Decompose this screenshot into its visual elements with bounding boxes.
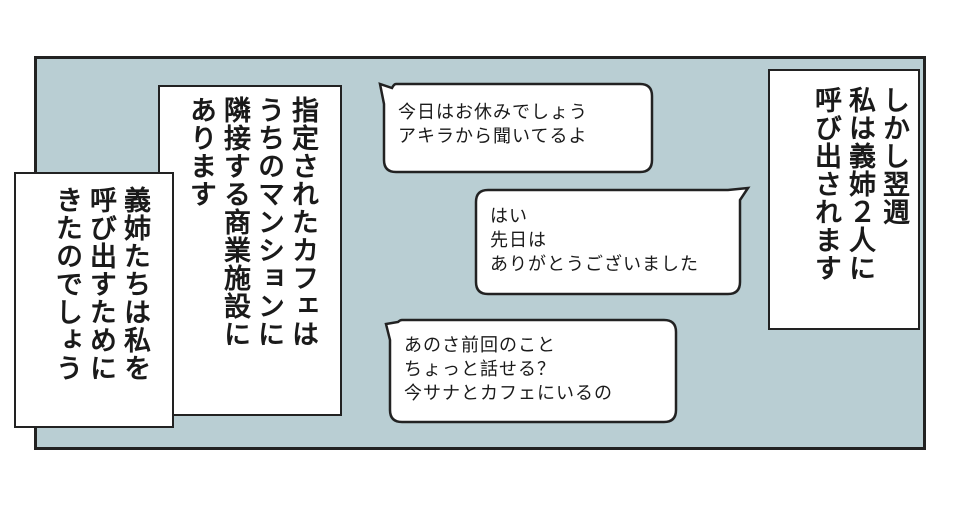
speech-bubble-2 [474, 186, 751, 296]
narration-text-left-bottom: 義姉たちは私を 呼び出すために きたのでしょう [51, 186, 150, 382]
speech-text-3: あのさ前回のこと ちょっと話せる？ 今サナとカフェにいるの [404, 335, 613, 404]
narration-text-right: しかし翌週 私は義姉２人に 呼び出されます [810, 86, 909, 282]
narration-box-left-bottom [14, 172, 174, 428]
speech-bubble-1 [378, 82, 654, 174]
narration-box-right [768, 69, 920, 330]
speech-bubble-3 [384, 318, 678, 424]
narration-text-left-top: 指定されたカフェは うちのマンションに 隣接する商業施設に あります [185, 96, 318, 348]
speech-text-1: 今日はお休みでしょう アキラから聞いてるよ [398, 102, 588, 147]
speech-text-2: はい 先日は ありがとうございました [490, 206, 699, 275]
